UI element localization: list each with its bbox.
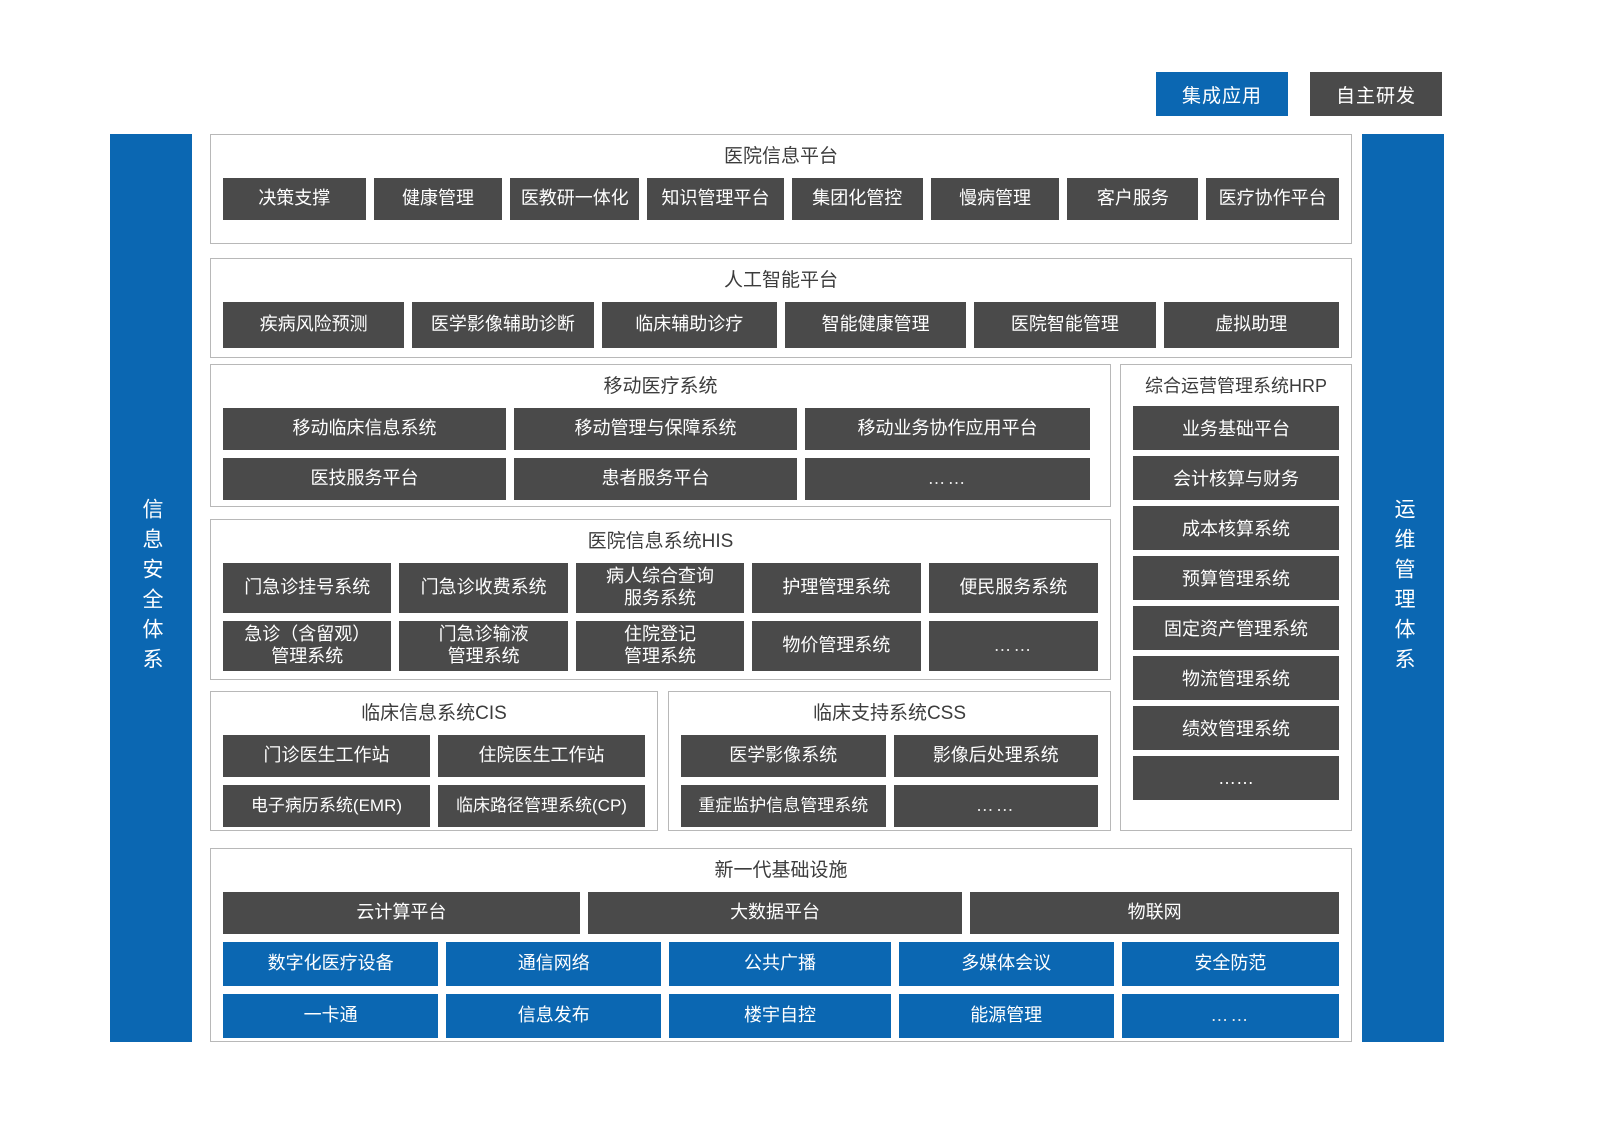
chip-decision-support[interactable]: 决策支撑 (223, 177, 366, 220)
chip-row: 移动临床信息系统 移动管理与保障系统 移动业务协作应用平台 (223, 407, 1098, 450)
rail-label: 运维管理体系 (1392, 498, 1415, 678)
chip-digital-medical-devices[interactable]: 数字化医疗设备 (223, 941, 439, 986)
chip-mobile-clinical-info[interactable]: 移动临床信息系统 (223, 407, 506, 450)
section-title: 综合运营管理系统HRP (1144, 376, 1327, 396)
rail-operation-maintenance: 运维管理体系 (1362, 134, 1444, 1042)
chip-info-release[interactable]: 信息发布 (446, 993, 662, 1038)
chip-medtech-service[interactable]: 医技服务平台 (223, 457, 506, 500)
chip-nursing-management[interactable]: 护理管理系统 (752, 562, 921, 613)
chip-inpatient-doctor-workstation[interactable]: 住院医生工作站 (438, 734, 645, 777)
chip-knowledge-platform[interactable]: 知识管理平台 (647, 177, 784, 220)
chip-medical-imaging[interactable]: 医学影像系统 (681, 734, 886, 777)
chip-fixed-asset-management[interactable]: 固定资产管理系统 (1133, 606, 1339, 651)
chip-more[interactable]: …… (893, 784, 1098, 827)
chip-mobile-mgmt-support[interactable]: 移动管理与保障系统 (514, 407, 797, 450)
section-hrp: 综合运营管理系统HRP 业务基础平台 会计核算与财务 成本核算系统 预算管理系统… (1120, 364, 1352, 831)
legend-label: 集成应用 (1181, 85, 1262, 107)
chip-row: 门诊医生工作站 住院医生工作站 (223, 734, 645, 777)
chip-mobile-biz-collaboration[interactable]: 移动业务协作应用平台 (805, 407, 1090, 450)
legend: 集成应用 自主研发 (1156, 72, 1442, 116)
chip-row: 决策支撑 健康管理 医教研一体化 知识管理平台 集团化管控 慢病管理 客户服务 … (223, 177, 1339, 220)
rail-label: 信息安全体系 (140, 498, 163, 678)
chip-more[interactable]: …… (1133, 756, 1339, 801)
chip-multimedia-conference[interactable]: 多媒体会议 (898, 941, 1114, 986)
chip-chronic-disease[interactable]: 慢病管理 (930, 177, 1060, 220)
chip-row: 疾病风险预测 医学影像辅助诊断 临床辅助诊疗 智能健康管理 医院智能管理 虚拟助… (223, 301, 1339, 348)
chip-convenience-service[interactable]: 便民服务系统 (928, 562, 1099, 613)
chip-row: 医学影像系统 影像后处理系统 (681, 734, 1098, 777)
chip-virtual-assistant[interactable]: 虚拟助理 (1163, 301, 1339, 348)
chip-customer-service[interactable]: 客户服务 (1067, 177, 1199, 220)
chip-more[interactable]: …… (1121, 993, 1339, 1038)
chip-energy-management[interactable]: 能源管理 (898, 993, 1114, 1038)
chip-row: 电子病历系统(EMR) 临床路径管理系统(CP) (223, 784, 645, 827)
chip-emergency-observation[interactable]: 急诊（含留观） 管理系统 (223, 620, 392, 671)
section-title: 临床信息系统CIS (361, 703, 507, 724)
chip-inpatient-registration[interactable]: 住院登记 管理系统 (575, 620, 745, 671)
section-title: 人工智能平台 (723, 270, 838, 291)
chip-logistics-management[interactable]: 物流管理系统 (1133, 656, 1339, 701)
chip-big-data[interactable]: 大数据平台 (587, 891, 963, 934)
chip-smart-health-management[interactable]: 智能健康管理 (785, 301, 967, 348)
chip-outpatient-infusion[interactable]: 门急诊输液 管理系统 (399, 620, 568, 671)
chip-outpatient-charging[interactable]: 门急诊收费系统 (399, 562, 568, 613)
section-hospital-info-platform: 医院信息平台 决策支撑 健康管理 医教研一体化 知识管理平台 集团化管控 慢病管… (210, 134, 1352, 244)
section-infrastructure: 新一代基础设施 云计算平台 大数据平台 物联网 数字化医疗设备 通信网络 公共广… (210, 848, 1352, 1042)
legend-label: 自主研发 (1335, 85, 1416, 107)
chip-row: 云计算平台 大数据平台 物联网 (223, 891, 1339, 934)
chip-row: 重症监护信息管理系统 …… (681, 784, 1098, 827)
chip-budget-management[interactable]: 预算管理系统 (1133, 556, 1339, 601)
chip-building-automation[interactable]: 楼宇自控 (669, 993, 891, 1038)
rail-information-security: 信息安全体系 (110, 134, 192, 1042)
chip-row: 一卡通 信息发布 楼宇自控 能源管理 …… (223, 993, 1339, 1038)
chip-smart-hospital-management[interactable]: 医院智能管理 (974, 301, 1156, 348)
section-cis: 临床信息系统CIS 门诊医生工作站 住院医生工作站 电子病历系统(EMR) 临床… (210, 691, 658, 831)
chip-icu-info-management[interactable]: 重症监护信息管理系统 (681, 784, 886, 827)
section-ai-platform: 人工智能平台 疾病风险预测 医学影像辅助诊断 临床辅助诊疗 智能健康管理 医院智… (210, 258, 1352, 358)
chip-outpatient-doctor-workstation[interactable]: 门诊医生工作站 (223, 734, 430, 777)
section-his: 医院信息系统HIS 门急诊挂号系统 门急诊收费系统 病人综合查询 服务系统 护理… (210, 519, 1111, 680)
chip-row: 数字化医疗设备 通信网络 公共广播 多媒体会议 安全防范 (223, 941, 1339, 986)
section-title: 移动医疗系统 (603, 376, 718, 397)
chip-public-broadcast[interactable]: 公共广播 (669, 941, 891, 986)
chip-row: 医技服务平台 患者服务平台 …… (223, 457, 1098, 500)
chip-outpatient-registration[interactable]: 门急诊挂号系统 (223, 562, 392, 613)
chip-patient-service[interactable]: 患者服务平台 (514, 457, 797, 500)
chip-row: 门急诊挂号系统 门急诊收费系统 病人综合查询 服务系统 护理管理系统 便民服务系… (223, 562, 1099, 613)
section-title: 临床支持系统CSS (812, 703, 967, 724)
chip-iot[interactable]: 物联网 (970, 891, 1339, 934)
chip-clinical-assisted-diagnosis[interactable]: 临床辅助诊疗 (601, 301, 777, 348)
chip-cloud-computing[interactable]: 云计算平台 (223, 891, 580, 934)
chip-price-management[interactable]: 物价管理系统 (752, 620, 921, 671)
chip-communication-network[interactable]: 通信网络 (446, 941, 662, 986)
chip-clinical-pathway[interactable]: 临床路径管理系统(CP) (438, 784, 645, 827)
section-title: 医院信息平台 (723, 146, 838, 167)
chip-med-edu-research[interactable]: 医教研一体化 (510, 177, 640, 220)
chip-cost-accounting[interactable]: 成本核算系统 (1133, 506, 1339, 551)
section-mobile-medical: 移动医疗系统 移动临床信息系统 移动管理与保障系统 移动业务协作应用平台 医技服… (210, 364, 1111, 507)
chip-emr[interactable]: 电子病历系统(EMR) (223, 784, 430, 827)
chip-performance-management[interactable]: 绩效管理系统 (1133, 706, 1339, 751)
legend-item-integrated-app: 集成应用 (1156, 72, 1288, 116)
chip-more[interactable]: …… (805, 457, 1090, 500)
chip-disease-risk-prediction[interactable]: 疾病风险预测 (223, 301, 405, 348)
section-css: 临床支持系统CSS 医学影像系统 影像后处理系统 重症监护信息管理系统 …… (668, 691, 1111, 831)
chip-group-control[interactable]: 集团化管控 (791, 177, 923, 220)
chip-security-protection[interactable]: 安全防范 (1121, 941, 1339, 986)
chip-business-base-platform[interactable]: 业务基础平台 (1133, 406, 1339, 451)
chip-imaging-assisted-diagnosis[interactable]: 医学影像辅助诊断 (412, 301, 594, 348)
chip-patient-query-service[interactable]: 病人综合查询 服务系统 (575, 562, 745, 613)
chip-row: 急诊（含留观） 管理系统 门急诊输液 管理系统 住院登记 管理系统 物价管理系统… (223, 620, 1099, 671)
section-title: 新一代基础设施 (714, 860, 848, 881)
chip-more[interactable]: …… (928, 620, 1099, 671)
section-title: 医院信息系统HIS (587, 531, 734, 552)
chip-medical-collaboration[interactable]: 医疗协作平台 (1206, 177, 1339, 220)
chip-accounting-finance[interactable]: 会计核算与财务 (1133, 456, 1339, 501)
legend-item-self-developed: 自主研发 (1310, 72, 1442, 116)
chip-all-in-one-card[interactable]: 一卡通 (223, 993, 439, 1038)
chip-imaging-postprocessing[interactable]: 影像后处理系统 (893, 734, 1098, 777)
chip-health-management[interactable]: 健康管理 (373, 177, 503, 220)
